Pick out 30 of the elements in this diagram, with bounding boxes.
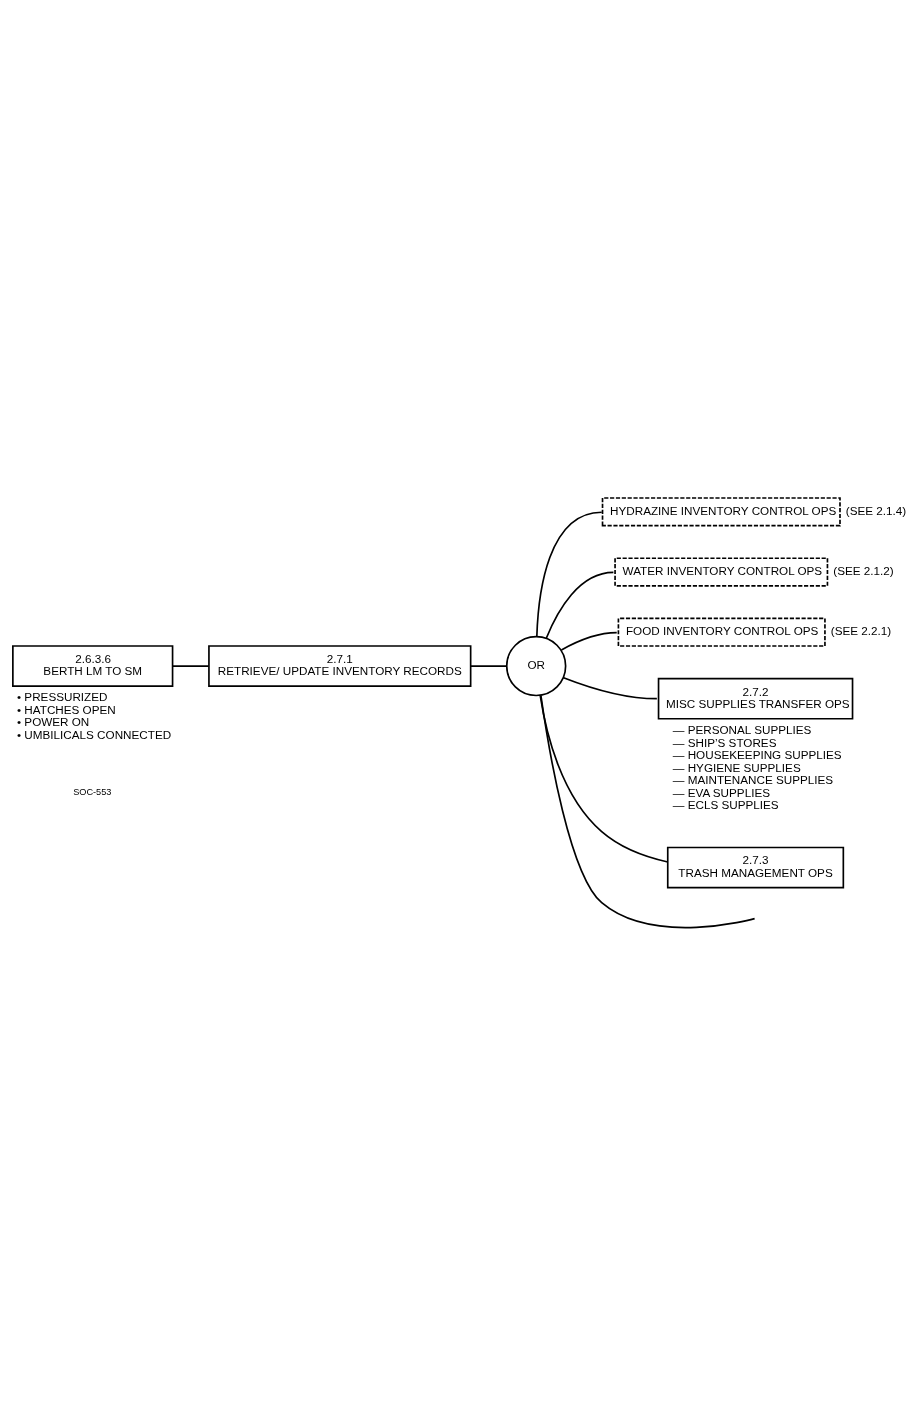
node-label: • PRESSURIZED <box>17 690 108 704</box>
node-box: 2.6.3.6 BERTH LM TO SM <box>12 645 174 687</box>
connector <box>536 511 603 638</box>
node-label: — ECLS SUPPLIES <box>672 798 779 812</box>
node-box: HYDRAZINE INVENTORY CONTROL OPS <box>601 497 841 527</box>
label: SOC-553 <box>73 786 112 797</box>
node-label: — EVA SUPPLIES <box>672 785 770 799</box>
node-label: (SEE 2.2.1) <box>830 624 892 638</box>
node-box: WATER INVENTORY CONTROL OPS <box>614 557 829 587</box>
connector <box>562 676 658 700</box>
node-label: — HYGIENE SUPPLIES <box>672 760 801 774</box>
connector <box>469 665 508 667</box>
node-label: • POWER ON <box>17 715 90 729</box>
node-box: 2.7.2 MISC SUPPLIES TRANSFER OPS <box>657 677 854 720</box>
node-label: (SEE 2.1.4) <box>845 503 907 517</box>
node-label: — PERSONAL SUPPLIES <box>672 722 812 736</box>
node-label: — SHIP’S STORES <box>672 735 777 749</box>
connector <box>540 694 756 929</box>
node-label: — MAINTENANCE SUPPLIES <box>672 773 834 787</box>
node-box: 2.7.1 RETRIEVE/ UPDATE INVENTORY RECORDS <box>208 645 472 687</box>
node-label: — HOUSEKEEPING SUPPLIES <box>672 748 842 762</box>
connector <box>545 571 615 640</box>
node-circle: OR <box>505 635 567 697</box>
connector <box>560 631 618 651</box>
connector <box>172 665 210 667</box>
node-box: 2.7.3 TRASH MANAGEMENT OPS <box>666 846 845 889</box>
node-label: • UMBILICALS CONNECTED <box>17 728 172 741</box>
node-label: (SEE 2.1.2) <box>833 564 894 578</box>
node-label: • HATCHES OPEN <box>17 702 116 716</box>
node-box: FOOD INVENTORY CONTROL OPS <box>617 617 826 647</box>
